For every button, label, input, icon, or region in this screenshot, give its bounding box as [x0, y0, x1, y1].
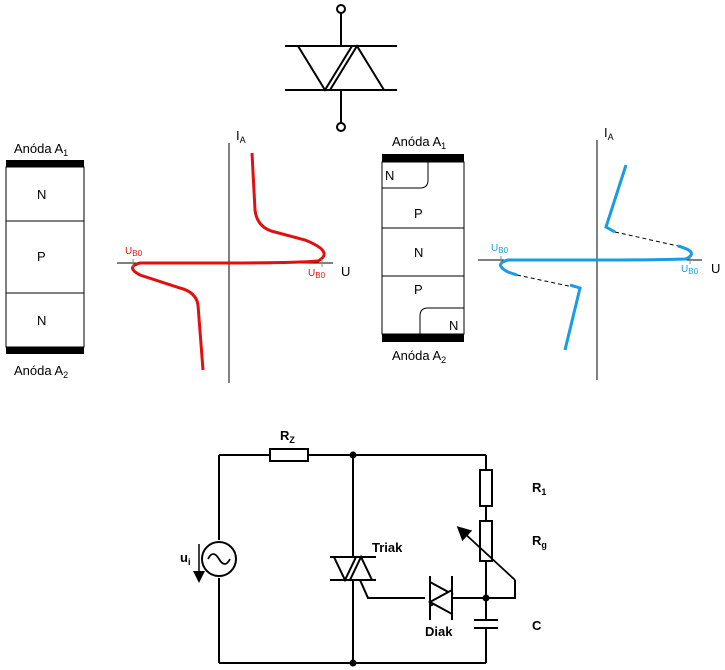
ui-label: ui	[180, 550, 190, 567]
triac-breakover-right: UB0	[681, 264, 699, 276]
diac-breakover-right: UB0	[308, 268, 326, 280]
triac-symbol-icon	[330, 554, 425, 599]
triac-curve-lower	[563, 283, 582, 351]
triac-bottom-plate	[382, 334, 464, 342]
diac-top-plate	[6, 160, 84, 167]
rg-label: Rg	[532, 533, 547, 550]
triac-layer-2: N	[414, 245, 423, 260]
rg-potentiometer	[479, 520, 493, 562]
diac-layer-2: P	[37, 249, 46, 264]
triac-curve-upper	[604, 164, 628, 234]
terminal-top-icon	[336, 4, 346, 14]
triac-top-corner-n: N	[385, 168, 394, 183]
diac-top-anode-label: Anóda A1	[14, 141, 68, 158]
diac-layer-3: N	[37, 313, 46, 328]
diac-breakover-left: UB0	[125, 246, 143, 258]
junction-dots	[349, 451, 490, 667]
triac-label: Triak	[372, 540, 403, 555]
triac-breakover-left: UB0	[491, 243, 509, 255]
triac-layer-1: P	[414, 206, 423, 221]
triac-top-anode-label: Anóda A1	[392, 134, 446, 151]
diac-label: Diak	[425, 624, 453, 639]
r1-resistor	[479, 469, 493, 507]
circuit	[201, 448, 516, 664]
diac-symbol-circuit-icon	[427, 576, 455, 620]
triac-bottom-anode-label: Anóda A2	[392, 348, 446, 365]
triac-curve-main	[499, 244, 693, 277]
triac-y-axis-label: IA	[604, 125, 614, 142]
terminal-bottom-icon	[336, 122, 346, 132]
r1-label: R1	[532, 480, 546, 497]
rz-label: RZ	[280, 428, 295, 445]
diac-symbol	[285, 4, 397, 132]
diac-y-axis-label: IA	[236, 128, 246, 145]
diac-x-axis-label: U	[341, 264, 350, 279]
rz-resistor	[269, 448, 309, 462]
diac-structure: Anóda A1 N P N Anóda A2	[5, 141, 85, 380]
triac-bottom-corner-n: N	[449, 318, 458, 333]
diac-curve	[131, 152, 326, 371]
triac-top-plate	[382, 154, 464, 162]
rg-arrow-icon	[456, 526, 516, 581]
diac-layer-1: N	[37, 187, 46, 202]
c-label: C	[532, 618, 542, 633]
diac-bottom-anode-label: Anóda A2	[14, 363, 68, 380]
triac-x-axis-label: U	[711, 261, 720, 276]
diac-bottom-plate	[6, 347, 84, 354]
capacitor-icon	[474, 619, 498, 629]
diac-chart: IA U UB0 UB0	[117, 128, 350, 383]
triac-layer-3: P	[414, 282, 423, 297]
triac-chart: IA U UB0 UB0	[478, 125, 720, 380]
triac-structure: Anóda A1 N P N P N Anóda A2	[381, 134, 465, 365]
